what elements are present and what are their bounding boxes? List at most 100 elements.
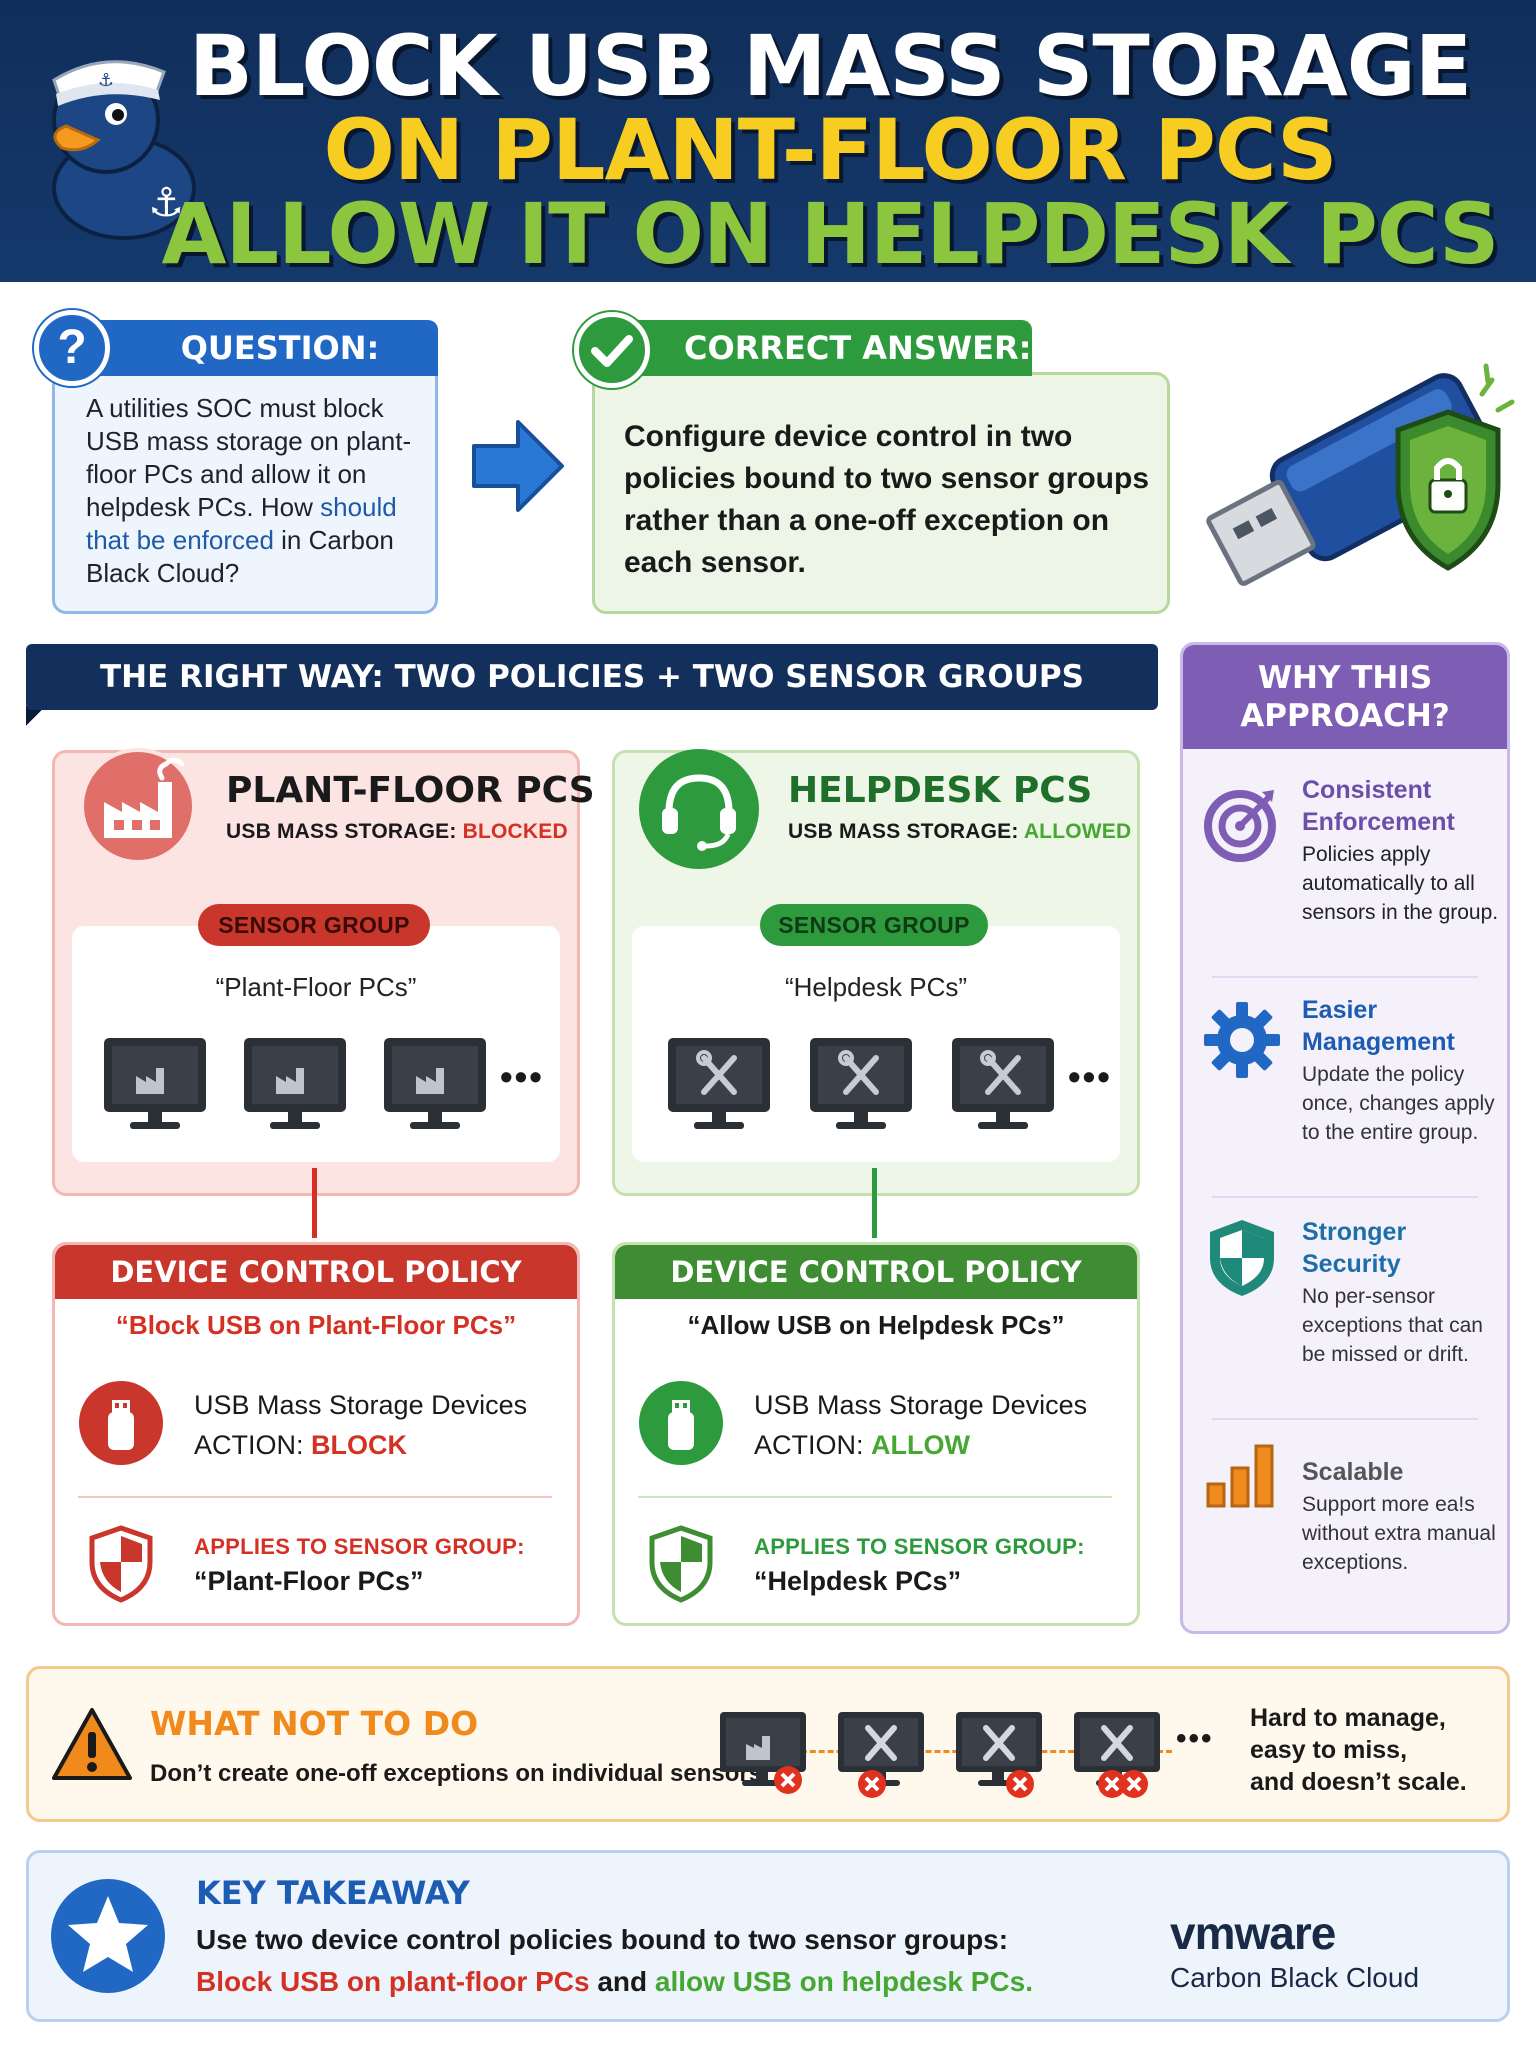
tools-monitor-icon [668,1038,770,1129]
exception-more-dots: ••• [1176,1722,1214,1755]
what-not-title: WHAT NOT TO DO [150,1704,479,1743]
factory-monitor-x-icon [720,1712,806,1794]
helpdesk-group-name: “Helpdesk PCs” [784,972,968,1002]
duck-mascot-icon: ⚓ ⚓ [52,60,196,240]
why-item-4-title: Scalable [1302,1456,1502,1488]
takeaway-end-part: . [1025,1966,1034,1997]
what-not-right-line-3: and doesn’t scale. [1250,1768,1467,1796]
block-policy-name: “Block USB on Plant-Floor PCs” [115,1310,517,1340]
arrow-right-icon [472,420,564,512]
product-name: Carbon Black Cloud [1170,1962,1420,1993]
shield-icon [89,1525,153,1603]
checkmark-icon [574,312,650,388]
plant-floor-status: USB MASS STORAGE: BLOCKED [226,820,568,844]
allow-policy-applies-label: APPLIES TO SENSOR GROUP: [754,1534,1085,1559]
plant-floor-sensor-group-pill: SENSOR GROUP [198,904,430,946]
tools-monitor-x-icon [956,1712,1042,1798]
allow-policy-header: DEVICE CONTROL POLICY [615,1245,1137,1299]
why-item-3-text: No per-sensor exceptions that can be mis… [1302,1285,1483,1366]
tools-monitor-icon [810,1038,912,1129]
block-policy-divider [78,1496,552,1498]
star-icon [51,1879,165,1993]
bar-chart-icon [1206,1444,1274,1508]
answer-label: CORRECT ANSWER: [610,320,1032,376]
why-title-line-1: WHY THIS [1257,660,1433,696]
why-item-1-title-a: Consistent [1302,776,1432,804]
why-item-2-title: Easier Management [1302,994,1502,1058]
why-item-3-title-b: Security [1302,1250,1401,1278]
allow-policy-name: “Allow USB on Helpdesk PCs” [687,1310,1065,1340]
headline-line-1: BLOCK USB MASS STORAGE [188,17,1472,115]
usb-drive-icon [79,1381,163,1465]
svg-text:⚓: ⚓ [148,180,184,226]
shield-check-icon [1210,1220,1274,1296]
helpdesk-monitor-row: ••• [664,1034,1110,1134]
band-fold [26,706,46,726]
exception-monitor-row: ••• [718,1710,1226,1802]
answer-text: Configure device control in two policies… [624,420,1150,579]
block-policy-applies-value: “Plant-Floor PCs” [194,1566,424,1596]
connector-line-red [312,1168,317,1238]
question-label: QUESTION: [62,320,438,376]
allow-policy-devices: USB Mass Storage Devices [754,1390,1088,1420]
headline-line-3: ALLOW IT ON HELPDESK PCS [161,185,1499,282]
plant-floor-title: PLANT-FLOOR PCS [226,770,595,811]
tools-monitor-x-icon [1074,1712,1160,1798]
why-item-2-title-a: Easier [1302,996,1378,1024]
helpdesk-status-value: ALLOWED [1023,820,1132,843]
takeaway-line-1: Use two device control policies bound to… [196,1924,1009,1955]
block-policy-applies-label: APPLIES TO SENSOR GROUP: [194,1534,525,1559]
allow-policy-divider [638,1496,1112,1498]
key-takeaway-panel [26,1850,1510,2022]
tools-monitor-x-icon [838,1712,924,1798]
svg-text:⚓: ⚓ [98,70,114,91]
warning-icon [52,1708,132,1780]
plant-floor-status-label: USB MASS STORAGE: [226,820,457,843]
why-divider [1212,1418,1478,1420]
tools-monitor-icon [952,1038,1054,1129]
shield-icon [649,1525,713,1603]
block-policy-action-value: BLOCK [311,1430,408,1460]
question-text-part-c: in Carbon Black Cloud? [86,525,394,588]
block-policy-header: DEVICE CONTROL POLICY [55,1245,577,1299]
why-title-line-2: APPROACH? [1240,698,1450,734]
plant-floor-monitor-row: ••• [100,1034,542,1134]
question-mark-icon: ? [34,310,110,386]
headset-icon [639,749,759,869]
factory-monitor-icon [384,1038,486,1129]
helpdesk-more-dots: ••• [1068,1056,1112,1097]
vmware-logo: vmware [1170,1907,1336,1959]
helpdesk-title: HELPDESK PCS [788,770,1093,811]
what-not-right-line-1: Hard to manage, [1250,1704,1446,1732]
what-not-consequences: Hard to manage, easy to miss, and doesn’… [1250,1702,1500,1798]
allow-policy-applies-value: “Helpdesk PCs” [754,1566,962,1596]
connector-line-green [872,1168,877,1238]
why-item-1-title: Consistent Enforcement [1302,774,1502,838]
block-policy-action-label: ACTION: [194,1430,304,1460]
why-item-3-title-a: Stronger [1302,1218,1407,1246]
takeaway-and-part: and [589,1966,655,1997]
why-item-4-text: Support more ea!s without extra manual e… [1302,1493,1496,1574]
block-policy-action: ACTION: BLOCK [194,1426,407,1464]
why-panel-title: WHY THIS APPROACH? [1183,645,1507,749]
takeaway-line-2: Block USB on plant-floor PCs and allow U… [196,1966,1033,1998]
what-not-text: Don’t create one-off exceptions on indiv… [150,1760,769,1787]
question-text: A utilities SOC must block USB mass stor… [86,392,426,590]
question-text-part-b: should that be enforced [86,492,397,555]
factory-icon [80,748,196,864]
why-divider [1212,1196,1478,1198]
block-policy-devices: USB Mass Storage Devices [194,1390,528,1420]
takeaway-title: KEY TAKEAWAY [196,1874,470,1912]
plant-floor-more-dots: ••• [500,1056,544,1097]
helpdesk-status-label: USB MASS STORAGE: [788,820,1019,843]
why-item-1-text: Policies apply automatically to all sens… [1302,843,1499,924]
gear-icon [1204,1002,1280,1078]
plant-floor-group-name: “Plant-Floor PCs” [215,972,417,1002]
why-divider [1212,976,1478,978]
question-text-part-a: A utilities SOC must block USB mass stor… [86,393,412,522]
helpdesk-sensor-group-pill: SENSOR GROUP [760,904,988,946]
header-banner: ⚓ ⚓ BLOCK USB MASS STORAGE ON PLANT-FLOO… [0,0,1536,282]
why-item-1-title-b: Enforcement [1302,808,1455,836]
takeaway-allow-part: allow USB on helpdesk PCs [654,1966,1026,1997]
target-icon [1204,790,1276,862]
